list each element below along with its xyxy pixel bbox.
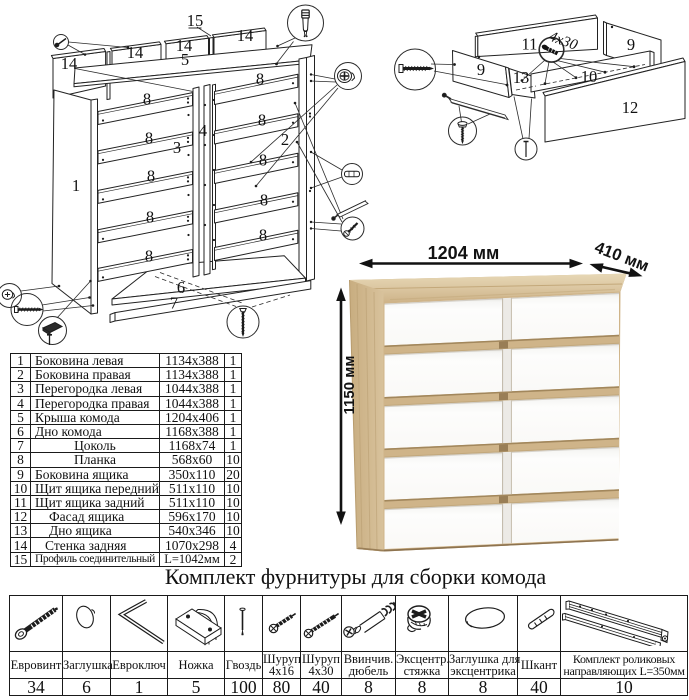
svg-text:3: 3 <box>173 138 181 157</box>
svg-text:12: 12 <box>622 98 639 117</box>
svg-text:15: 15 <box>187 11 204 30</box>
svg-text:8: 8 <box>143 90 151 109</box>
svg-text:1150 мм: 1150 мм <box>341 356 358 415</box>
svg-text:14: 14 <box>127 43 144 62</box>
svg-text:4: 4 <box>199 121 207 140</box>
svg-text:10: 10 <box>581 67 598 86</box>
svg-text:8: 8 <box>145 247 153 266</box>
svg-text:8: 8 <box>145 129 153 148</box>
svg-text:8: 8 <box>256 70 264 89</box>
svg-text:9: 9 <box>627 35 635 54</box>
svg-text:9: 9 <box>477 60 485 79</box>
svg-text:8: 8 <box>260 191 268 210</box>
svg-text:6: 6 <box>177 278 185 297</box>
svg-text:5: 5 <box>181 50 189 69</box>
svg-text:14: 14 <box>61 54 78 73</box>
svg-text:8: 8 <box>258 111 266 130</box>
svg-text:8: 8 <box>259 226 267 245</box>
svg-text:8: 8 <box>147 167 155 186</box>
svg-text:1204 мм: 1204 мм <box>428 243 500 263</box>
svg-text:8: 8 <box>146 208 154 227</box>
svg-text:1: 1 <box>72 176 80 195</box>
svg-text:2: 2 <box>281 130 289 149</box>
svg-text:11: 11 <box>522 35 538 54</box>
svg-text:8: 8 <box>259 151 267 170</box>
svg-text:7: 7 <box>170 294 178 313</box>
svg-text:13: 13 <box>513 68 530 87</box>
svg-text:14: 14 <box>176 36 193 55</box>
svg-text:14: 14 <box>237 26 254 45</box>
